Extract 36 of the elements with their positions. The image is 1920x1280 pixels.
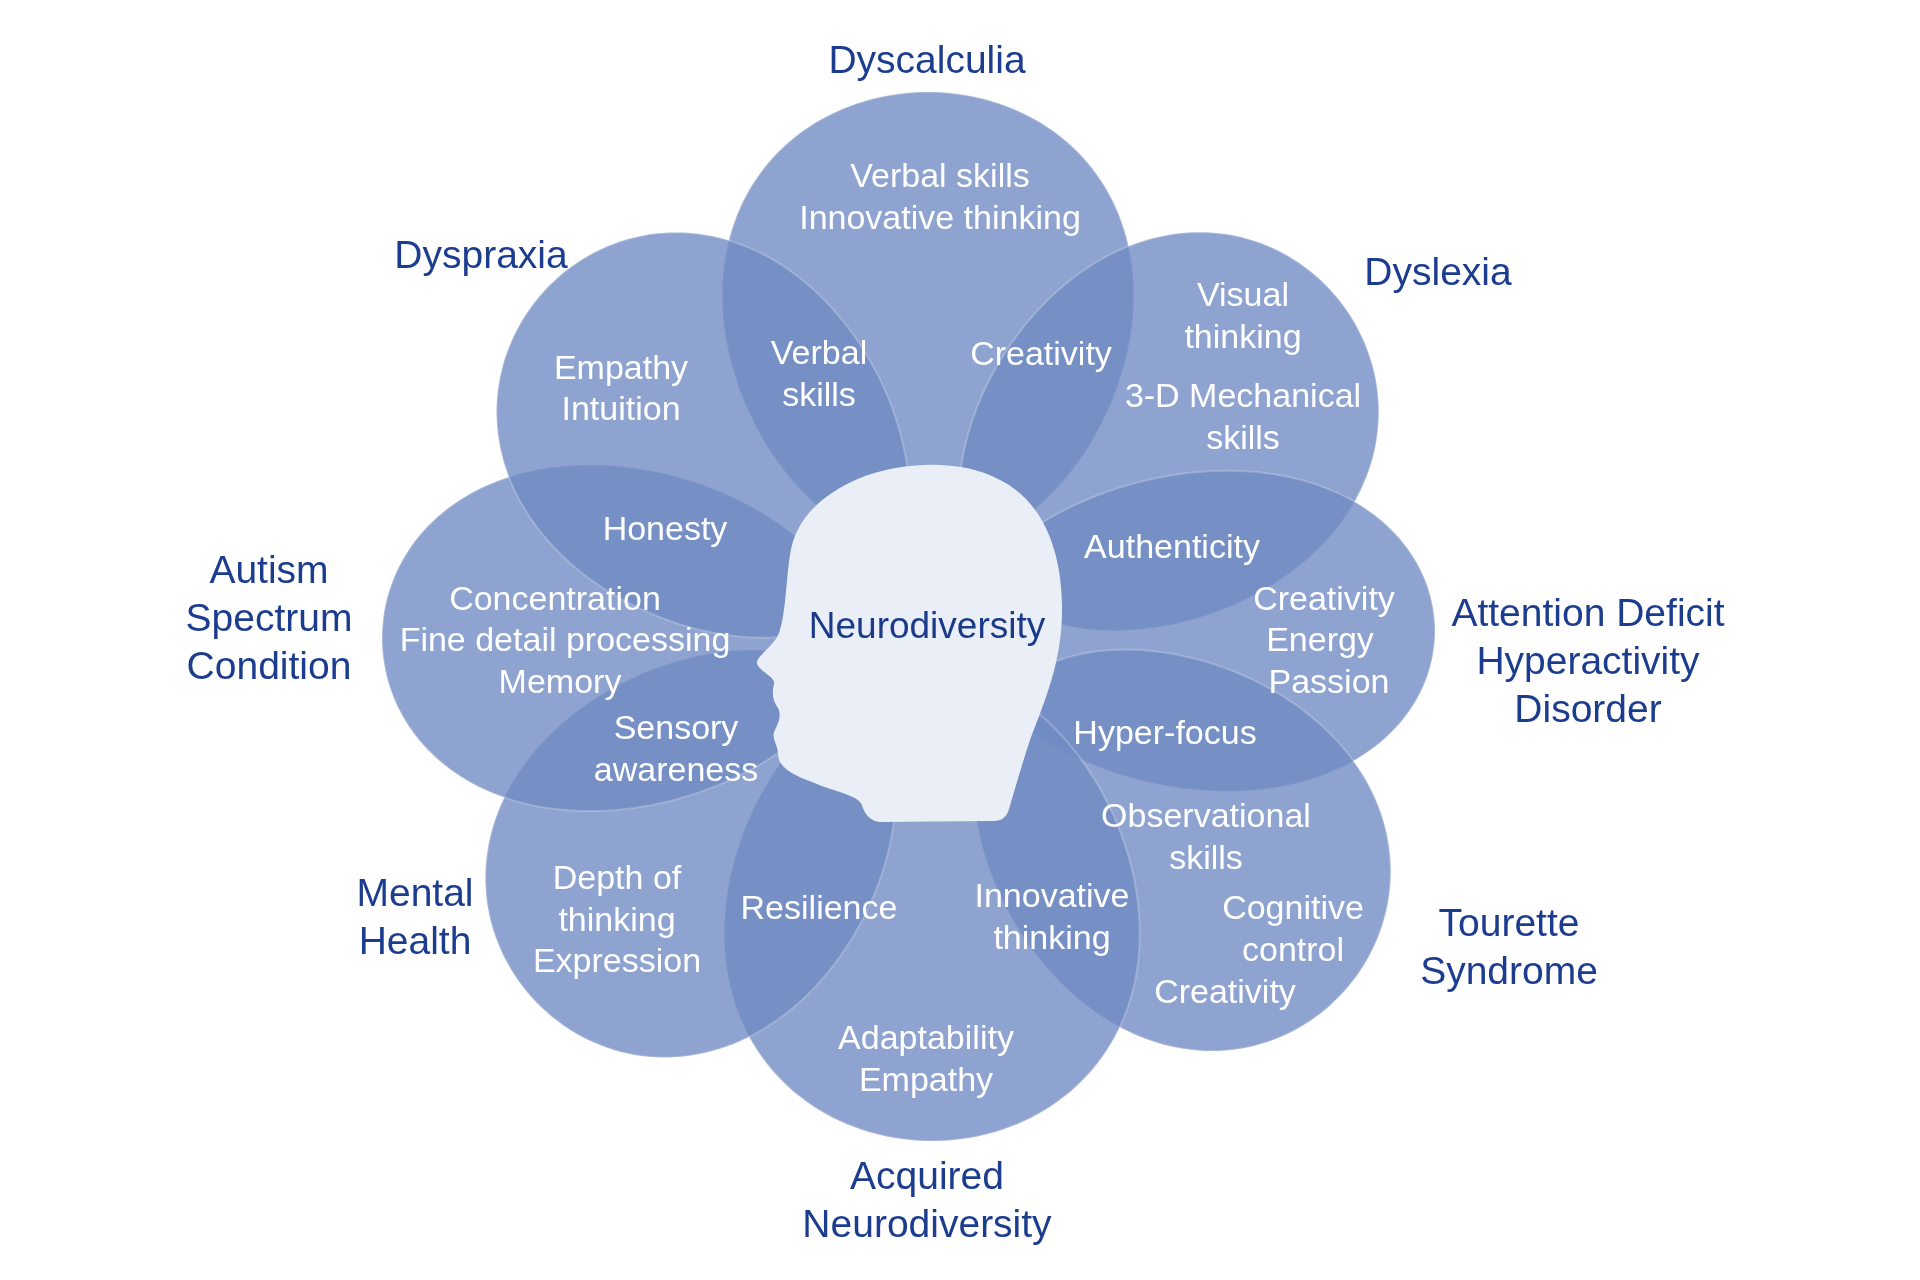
shared-strength-label: Honesty [602, 508, 728, 549]
shared-strength-label: Creativity [970, 333, 1112, 374]
strength-label: Creativity [1253, 578, 1395, 619]
shared-strength-label: Innovative thinking [974, 875, 1130, 958]
condition-label: Tourette Syndrome [1420, 900, 1598, 994]
strength-label: Memory [498, 661, 622, 702]
strength-label: Energy [1266, 619, 1374, 660]
condition-label: Mental Health [356, 870, 474, 964]
strength-label: Innovative thinking [799, 197, 1081, 238]
shared-strength-label: Authenticity [1084, 526, 1260, 567]
strength-label: Verbal skills [850, 155, 1030, 196]
condition-label: Dyscalculia [828, 37, 1026, 83]
strength-label: Depth of thinking [552, 857, 682, 940]
strength-label: Expression [532, 940, 702, 981]
condition-label: Acquired Neurodiversity [802, 1153, 1052, 1247]
strength-label: Visual thinking [1184, 274, 1302, 357]
shared-strength-label: Verbal skills [770, 332, 868, 415]
strength-label: Empathy [858, 1059, 994, 1100]
strength-label: Empathy [553, 347, 689, 388]
shared-strength-label: Hyper-focus [1073, 712, 1257, 753]
strength-label: Intuition [561, 388, 681, 429]
condition-label: Autism Spectrum Condition [185, 547, 353, 689]
strength-label: 3-D Mechanical skills [1124, 375, 1362, 458]
strength-label: Adaptability [838, 1017, 1014, 1058]
center-label: Neurodiversity [808, 604, 1046, 648]
condition-label: Attention Deficit Hyperactivity Disorder [1451, 590, 1725, 732]
strength-label: Concentration [449, 578, 661, 619]
strength-label: Fine detail processing [399, 619, 731, 660]
strength-label: Creativity [1154, 971, 1296, 1012]
strength-label: Cognitive control [1222, 887, 1364, 970]
strength-label: Observational skills [1101, 795, 1311, 878]
shared-strength-label: Sensory awareness [593, 707, 759, 790]
strength-label: Passion [1268, 661, 1390, 702]
condition-label: Dyspraxia [394, 232, 568, 278]
condition-label: Dyslexia [1364, 249, 1512, 295]
shared-strength-label: Resilience [740, 887, 898, 928]
